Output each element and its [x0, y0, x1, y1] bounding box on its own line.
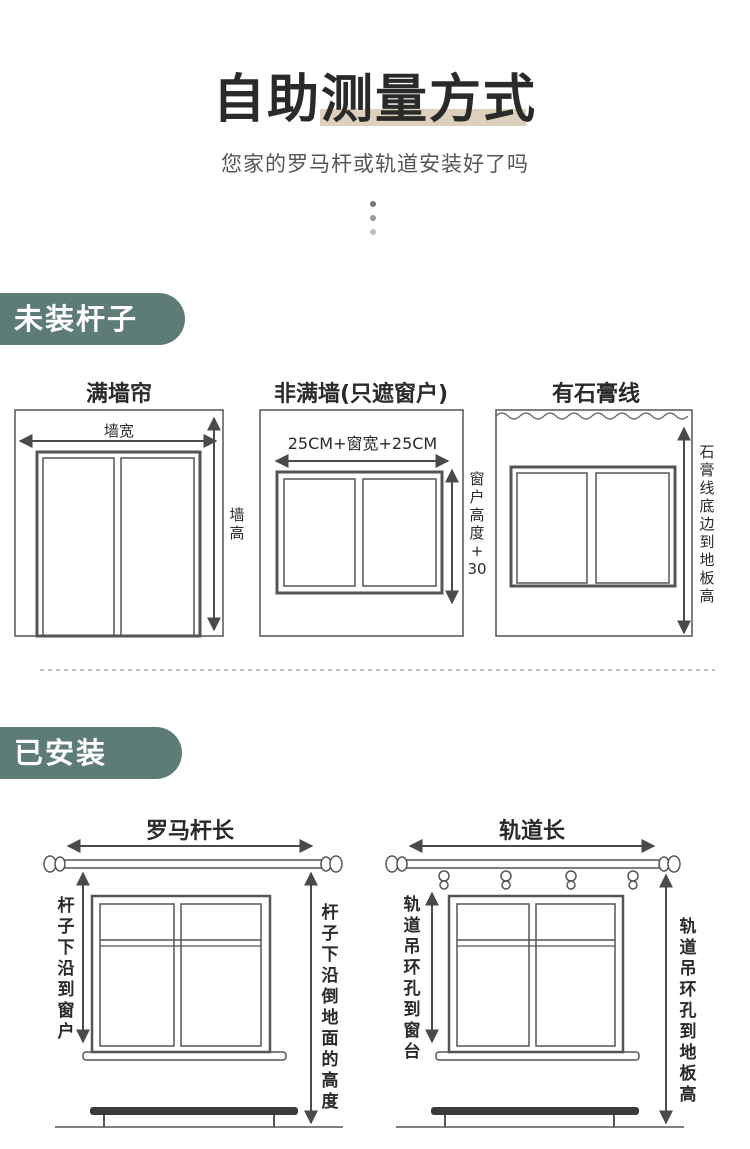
dot-2: [370, 215, 376, 221]
title-block: 自助测量方式: [0, 64, 750, 136]
diagram-plaster-line: [495, 409, 693, 637]
label-window-only: 非满墙(只遮窗户): [273, 382, 449, 407]
dot-1: [370, 201, 376, 207]
label-track: 轨道长: [498, 819, 565, 844]
title-underline: [320, 109, 526, 126]
diagram-full-wall: [14, 409, 224, 638]
label-roman-rod: 罗马杆长: [145, 819, 234, 844]
diagram-window-only: [259, 409, 464, 637]
track-to-floor-text: 轨道吊环孔到地板高: [679, 917, 697, 1105]
dot-3: [370, 229, 376, 235]
window-height-text: 窗户高度+30: [467, 470, 487, 578]
wall-width-text: 墙宽: [103, 422, 134, 440]
page-subtitle: 您家的罗马杆或轨道安装好了吗: [221, 152, 529, 176]
track-to-sill-text: 轨道吊环孔到窗台: [403, 895, 421, 1062]
diagram-track: [385, 839, 684, 1128]
wall-height-text: 墙高: [229, 506, 245, 542]
section-badge-installed: 已安装: [0, 727, 182, 779]
plaster-height-text: 石膏线底边到地板高: [699, 443, 715, 605]
window-width-text: 25CM+窗宽+25CM: [287, 434, 438, 453]
label-plaster-line: 有石膏线: [551, 382, 640, 407]
rod-to-window-text: 杆子下沿到窗户: [57, 896, 75, 1042]
diagram-roman-rod: [43, 839, 343, 1128]
page-title: 自助测量方式: [212, 70, 537, 130]
label-full-wall: 满墙帘: [85, 382, 152, 407]
section-badge-uninstalled: 未装杆子: [0, 293, 185, 345]
rod-to-floor-text: 杆子下沿倒地面的高度: [321, 903, 339, 1112]
